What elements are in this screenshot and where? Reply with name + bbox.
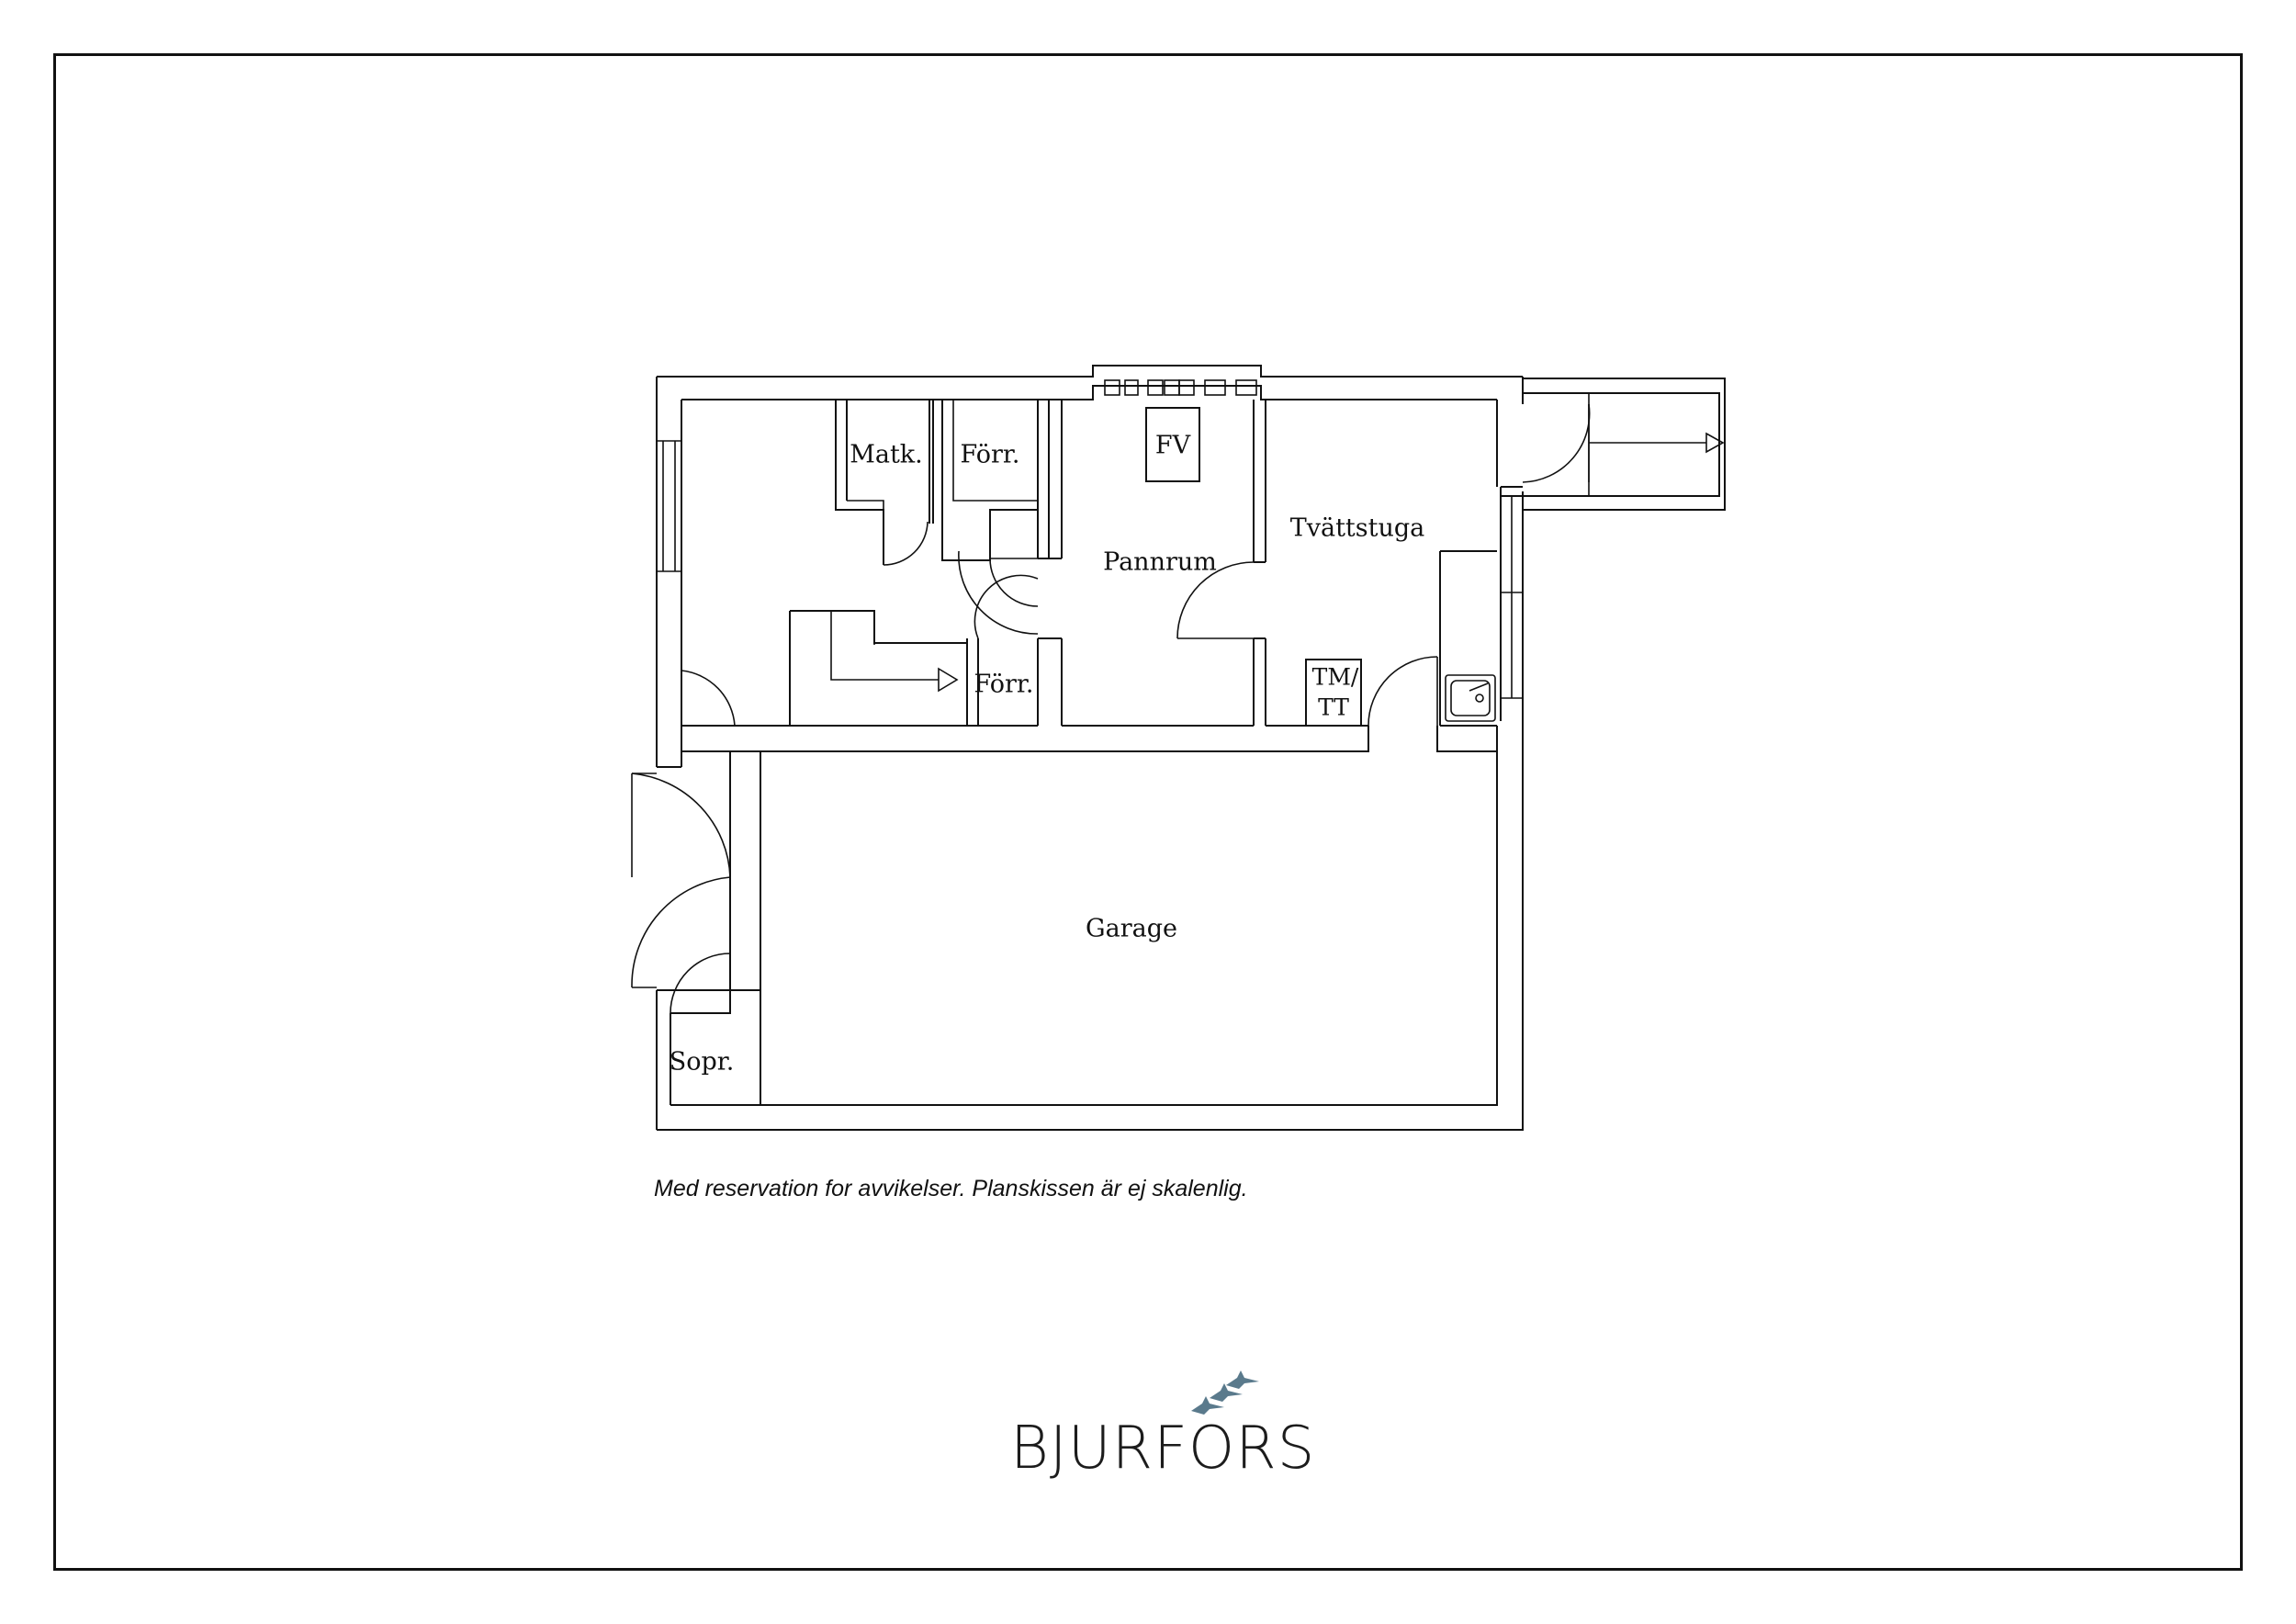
brand-logo: BJURFORS [1010,1369,1316,1497]
room-label-pannrum: Pannrum [1103,548,1217,577]
room-label-forr-top: Förr. [961,441,1020,469]
inner-walls-upper [657,400,1498,1106]
room-label-tvattstuga: Tvättstuga [1290,514,1425,543]
door-swings [631,403,1591,1014]
bird-flock-icon [1191,1370,1259,1415]
left-window [657,440,681,572]
room-label-tm-line1: TM/ [1312,664,1359,691]
room-label-tm-line2: TT [1318,694,1349,721]
disclaimer-text: Med reservation for avvikelser. Planskis… [654,1176,1248,1201]
room-label-sopr: Sopr. [670,1048,735,1077]
brand-name: BJURFORS [1010,1415,1316,1483]
sink-icon [1445,674,1496,722]
vents [1104,379,1257,396]
sopr-room [657,989,760,1106]
right-landing [1501,378,1726,699]
page-frame [53,53,2243,1571]
room-label-forr-bottom: Förr. [974,671,1034,699]
outer-walls [656,365,1524,1131]
room-label-fv: FV [1155,432,1191,460]
room-label-garage: Garage [1086,915,1177,943]
room-label-matk: Matk. [850,441,923,469]
